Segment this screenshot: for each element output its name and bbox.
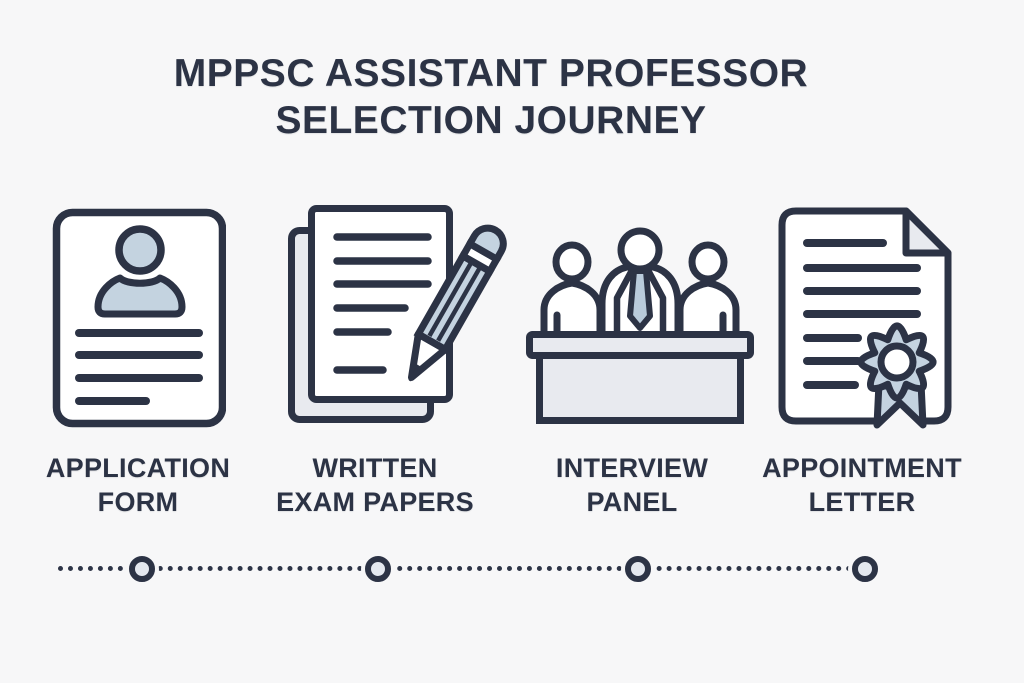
step-label-appointment-letter: APPOINTMENT LETTER	[762, 453, 962, 517]
timeline-dotted-line	[58, 566, 852, 571]
appointment-letter-icon	[778, 207, 952, 429]
timeline-node	[852, 556, 878, 582]
panelist-center	[598, 227, 682, 338]
step-label-written-exam-papers: WRITTEN EXAM PAPERS	[276, 453, 474, 517]
timeline-node	[129, 556, 155, 582]
page-title-line1: MPPSC ASSISTANT PROFESSOR	[173, 52, 809, 95]
letter-text-lines	[803, 239, 921, 389]
person-shoulders	[94, 274, 186, 318]
tie	[627, 268, 653, 331]
timeline-node	[625, 556, 651, 582]
ribbon-notch-mask	[874, 401, 926, 427]
person-head	[115, 225, 165, 275]
application-form-icon	[52, 208, 226, 428]
interview-panel-icon	[526, 227, 754, 424]
step-label-interview-panel: INTERVIEW PANEL	[555, 453, 709, 517]
timeline-node	[365, 556, 391, 582]
page-title-line2: SELECTION JOURNEY	[275, 99, 707, 142]
form-document	[52, 208, 226, 428]
page-title: MPPSC ASSISTANT PROFESSOR SELECTION JOUR…	[0, 50, 1003, 144]
pencil-icon	[407, 224, 507, 382]
exam-text-lines	[333, 233, 432, 374]
pencil-lead	[408, 362, 424, 382]
folded-corner	[902, 207, 952, 257]
form-text-lines	[75, 329, 203, 405]
pencil-eraser	[466, 224, 507, 263]
rosette-center	[877, 342, 917, 382]
written-exam-papers-icon	[288, 205, 507, 423]
panelist-right	[676, 241, 740, 338]
step-label-application-form: APPLICATION FORM	[45, 453, 231, 517]
desk	[526, 331, 754, 424]
panelist-left	[540, 241, 604, 338]
